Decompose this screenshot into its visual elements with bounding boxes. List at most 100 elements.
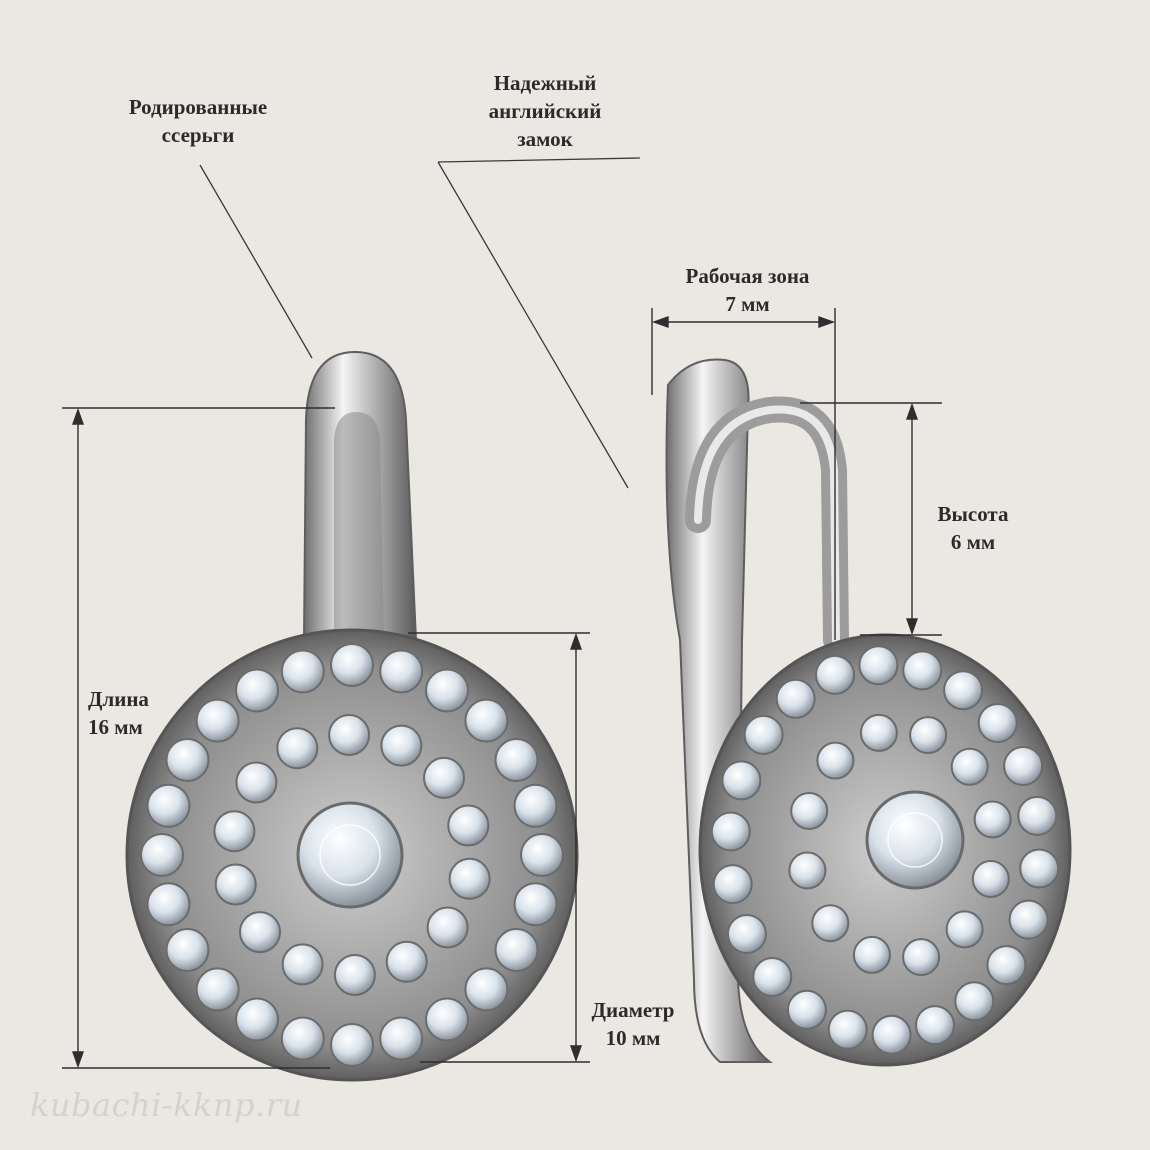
- halo-stone: [333, 954, 376, 996]
- halo-stone: [811, 904, 850, 943]
- halo-stone: [379, 1016, 424, 1061]
- diameter-title: Диаметр: [591, 998, 675, 1022]
- halo-stone: [816, 741, 855, 780]
- workzone-arrow-head-right: [818, 316, 836, 328]
- rhodium-line2: ссерьги: [161, 123, 235, 147]
- halo-stone: [146, 783, 191, 828]
- height-value: 6 мм: [950, 530, 996, 554]
- halo-stone: [971, 860, 1010, 898]
- halo-stone: [276, 727, 319, 770]
- halo-stone: [385, 940, 428, 983]
- halo-stone: [330, 643, 374, 687]
- halo-stone: [852, 935, 891, 974]
- leader-lines: [199, 157, 641, 489]
- halo-stone: [712, 864, 753, 905]
- halo-stone: [380, 724, 423, 767]
- halo-stone: [786, 989, 827, 1030]
- halo-stone: [146, 882, 191, 927]
- diameter-arrow-head-top: [570, 632, 582, 650]
- halo-stone: [425, 668, 469, 713]
- lock-line1: Надежный: [493, 71, 597, 95]
- halo-stone: [140, 833, 184, 877]
- halo-stone: [195, 967, 240, 1012]
- watermark: kubachi-kknp.ru: [30, 1086, 303, 1124]
- halo-stone: [915, 1005, 955, 1046]
- halo-stone: [902, 938, 941, 977]
- length-arrow-head-bottom: [72, 1051, 84, 1069]
- halo-stone: [281, 943, 324, 986]
- halo-stone: [447, 804, 490, 847]
- halo-stone: [328, 714, 371, 756]
- halo-stone: [425, 997, 469, 1042]
- front-halo-stones: [140, 643, 564, 1067]
- halo-stone: [165, 928, 210, 972]
- halo-stone: [214, 863, 257, 906]
- diameter-arrow-head-bottom: [570, 1045, 582, 1063]
- side-view-earring: [665, 358, 1072, 1067]
- height-arrow-head-top: [906, 402, 918, 420]
- halo-stone: [239, 911, 281, 954]
- halo-stone: [235, 761, 278, 804]
- halo-stone: [494, 738, 539, 782]
- diameter-value: 10 мм: [605, 1026, 661, 1050]
- halo-stone: [977, 703, 1018, 743]
- length-callout: Длина 16 мм: [88, 685, 149, 741]
- halo-stone: [743, 714, 784, 755]
- halo-stone: [871, 1014, 912, 1055]
- halo-stone: [235, 668, 279, 713]
- halo-stone: [520, 833, 564, 877]
- halo-stone: [815, 654, 855, 695]
- side-halo-stones: [710, 645, 1060, 1055]
- halo-stone: [945, 910, 984, 949]
- halo-stone: [827, 1009, 868, 1050]
- halo-stone: [973, 800, 1012, 839]
- halo-stone: [858, 645, 899, 686]
- workzone-arrow-head-left: [651, 316, 669, 328]
- halo-stone: [1003, 746, 1044, 786]
- lock-line2: английский: [488, 99, 602, 123]
- halo-stone: [448, 857, 491, 900]
- lock-underline: [437, 157, 641, 163]
- front-view-earring: [125, 350, 579, 1082]
- halo-stone: [1019, 848, 1060, 889]
- halo-stone: [954, 981, 995, 1022]
- halo-stone: [1008, 899, 1049, 940]
- halo-stone: [513, 882, 558, 927]
- halo-stone: [379, 649, 424, 694]
- rhodium-leader: [199, 164, 313, 359]
- halo-stone: [280, 649, 325, 694]
- halo-stone: [950, 747, 989, 786]
- halo-stone: [235, 997, 279, 1042]
- lock-leader: [437, 161, 629, 489]
- work-zone-callout: Рабочая зона 7 мм: [660, 262, 835, 318]
- length-arrow-head-top: [72, 407, 84, 425]
- halo-stone: [494, 928, 539, 972]
- halo-stone: [986, 945, 1027, 986]
- halo-stone: [775, 678, 816, 719]
- halo-stone: [165, 738, 210, 782]
- halo-stone: [902, 650, 943, 691]
- height-title: Высота: [937, 502, 1009, 526]
- rhodium-line1: Родированные: [128, 95, 268, 119]
- lock-line3: замок: [517, 127, 573, 151]
- halo-stone: [943, 670, 984, 711]
- length-title: Длина: [88, 687, 149, 711]
- length-value: 16 мм: [88, 715, 143, 739]
- halo-stone: [909, 716, 948, 755]
- halo-stone: [721, 760, 762, 801]
- halo-stone: [426, 906, 469, 949]
- halo-stone: [423, 756, 465, 799]
- halo-stone: [330, 1023, 374, 1067]
- halo-stone: [195, 698, 240, 743]
- work-zone-title: Рабочая зона: [685, 264, 810, 288]
- dimension-lines: [62, 308, 942, 1069]
- halo-stone: [1017, 795, 1058, 836]
- halo-stone: [726, 914, 767, 954]
- halo-stone: [859, 713, 898, 752]
- halo-stone: [752, 957, 793, 997]
- height-arrow-head-bottom: [906, 618, 918, 636]
- halo-stone: [790, 792, 829, 830]
- halo-stone: [464, 967, 509, 1012]
- diameter-callout: Диаметр 10 мм: [578, 996, 688, 1052]
